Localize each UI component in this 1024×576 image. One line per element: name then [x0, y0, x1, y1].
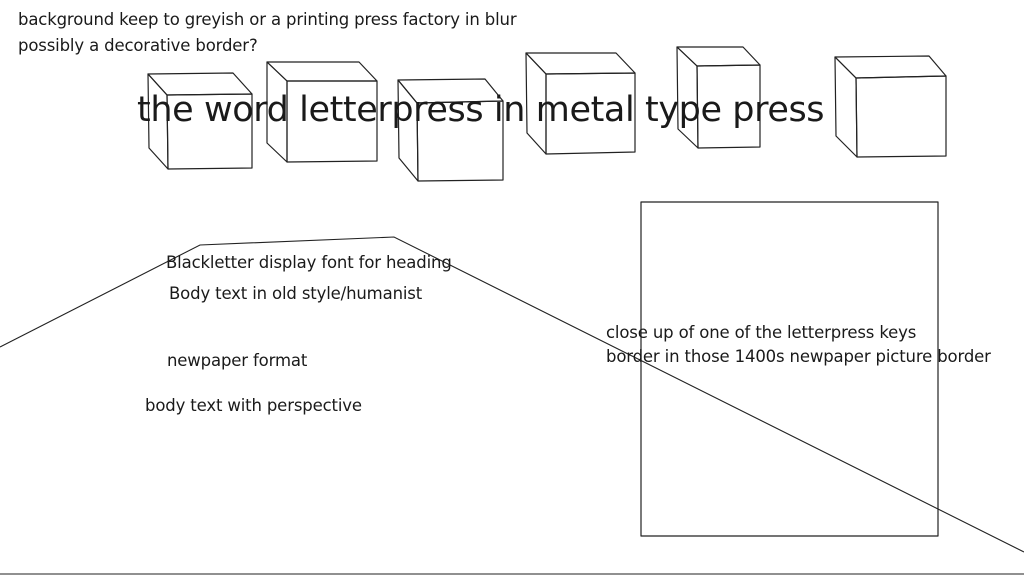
cube-4-front-face: [545, 72, 636, 155]
type-block-cube-2: [266, 61, 378, 163]
type-block-cube-4: [525, 52, 636, 155]
cube-1-front-face: [166, 93, 253, 170]
heading-font-note: Blackletter display font for heading: [166, 253, 452, 272]
type-block-cube-5: [676, 46, 761, 149]
format-note: newpaper format: [167, 351, 308, 370]
headline-note: the word letterpress in metal type press: [137, 90, 825, 130]
type-block-cube-1: [147, 72, 253, 170]
type-block-cube-3: [397, 78, 504, 182]
cube-3-front-face: [416, 100, 504, 182]
type-block-cube-6: [834, 55, 947, 158]
cube-6-left-face: [834, 56, 858, 158]
image-note-line-2: border in those 1400s newpaper picture b…: [606, 347, 991, 366]
cube-6-top-face: [834, 55, 947, 79]
cube-5-front-face: [696, 64, 761, 149]
cube-6-front-face: [855, 75, 947, 158]
image-note-line-1: close up of one of the letterpress keys: [606, 323, 917, 342]
body-font-note: Body text in old style/humanist: [169, 284, 423, 303]
background-note-line-1: background keep to greyish or a printing…: [18, 10, 517, 29]
background-note-line-2: possibly a decorative border?: [18, 36, 258, 55]
image-placeholder-frame: [640, 201, 939, 537]
cube-2-front-face: [286, 80, 378, 163]
cube-5-top-face: [676, 46, 761, 67]
perspective-outline: [0, 236, 1024, 553]
perspective-note: body text with perspective: [145, 396, 362, 415]
